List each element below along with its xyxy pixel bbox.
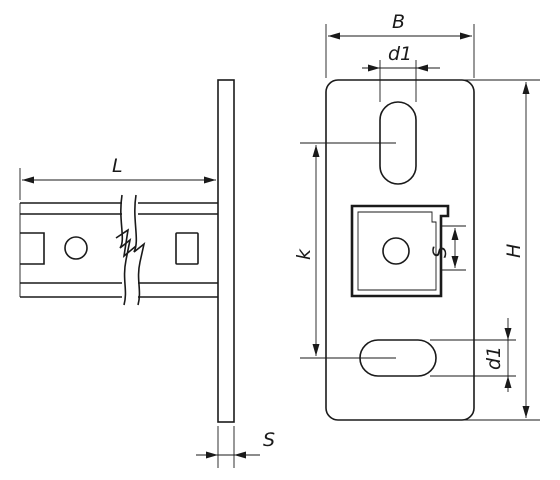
dimension-h: H xyxy=(462,79,540,421)
side-view: L S xyxy=(19,79,275,468)
dim-label-l: L xyxy=(112,155,123,177)
dimension-s-thickness: S xyxy=(196,426,275,468)
dim-label-d1-top: d1 xyxy=(388,43,412,65)
dim-label-d1-bottom: d1 xyxy=(483,346,505,370)
dim-label-k: k xyxy=(293,248,315,260)
center-hole xyxy=(382,237,410,265)
dimension-s-slot: S xyxy=(429,225,466,271)
mounting-hole-side xyxy=(64,236,88,260)
dimension-d1-bottom: d1 xyxy=(430,318,516,392)
front-view: B d1 k S xyxy=(293,11,540,421)
base-plate-side xyxy=(217,79,235,423)
channel-cutout xyxy=(350,204,450,298)
dim-label-h: H xyxy=(503,244,525,258)
dim-label-b: B xyxy=(392,11,405,33)
dimension-d1-top: d1 xyxy=(362,43,440,102)
slot-side xyxy=(175,232,199,265)
dim-label-s-slot: S xyxy=(429,246,451,258)
dim-label-s-thickness: S xyxy=(263,429,275,451)
channel-rail xyxy=(19,194,218,306)
dimension-b: B xyxy=(325,11,475,78)
dimension-k: k xyxy=(293,142,396,359)
dimension-l: L xyxy=(19,155,216,200)
base-plate-front xyxy=(325,79,475,421)
